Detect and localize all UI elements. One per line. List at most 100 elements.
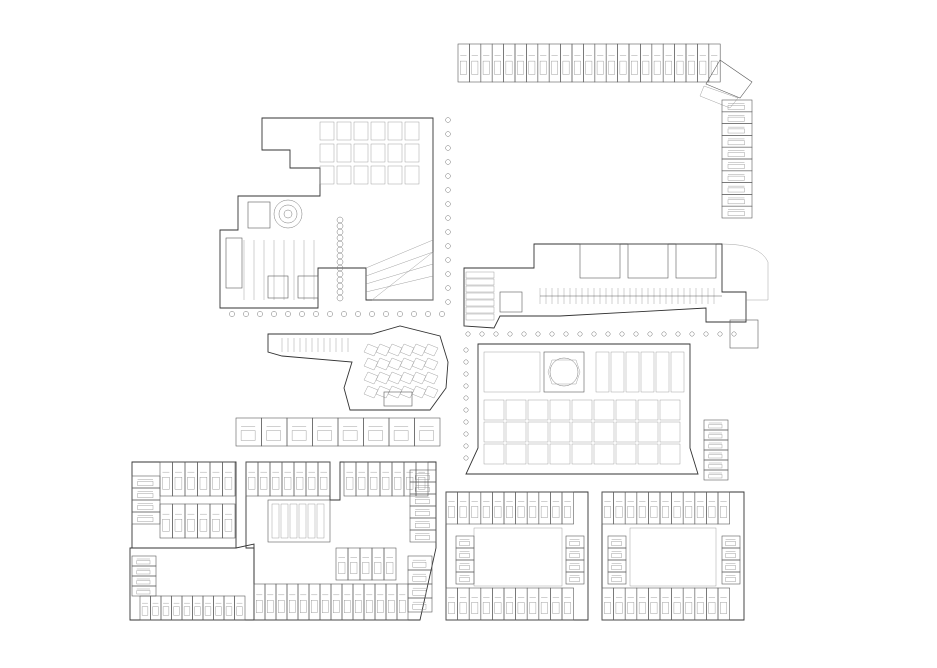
- house-core: [272, 477, 280, 490]
- house-core: [137, 505, 154, 510]
- room: [465, 285, 495, 293]
- room: [527, 443, 549, 465]
- house-core: [708, 444, 723, 449]
- house-outline: [515, 491, 528, 525]
- house-unit: [181, 595, 193, 621]
- house-outline: [131, 475, 161, 489]
- tree: [355, 311, 361, 317]
- house-unit: [455, 535, 475, 549]
- house-core: [596, 60, 604, 75]
- room: [316, 503, 325, 539]
- house-unit: [703, 439, 729, 451]
- house-outline: [385, 583, 398, 621]
- tree: [591, 331, 597, 337]
- house-outline: [717, 491, 730, 525]
- house-outline: [651, 43, 664, 83]
- house-core: [551, 60, 558, 75]
- block-outline: [131, 461, 237, 549]
- room: [483, 421, 505, 443]
- room: [465, 278, 495, 286]
- house-outline: [181, 595, 193, 621]
- house-outline: [131, 499, 161, 513]
- house-outline: [409, 505, 437, 519]
- house-unit: [721, 194, 753, 207]
- house-outline: [601, 587, 614, 621]
- room: [549, 399, 571, 421]
- house-unit: [613, 491, 626, 525]
- house-core: [569, 553, 580, 558]
- house-core: [611, 565, 622, 570]
- house-outline: [514, 43, 527, 83]
- house-unit: [363, 583, 376, 621]
- tree: [493, 331, 499, 337]
- house-core: [260, 477, 268, 490]
- house-unit: [703, 429, 729, 441]
- house-core: [564, 602, 571, 614]
- house-unit: [538, 491, 551, 525]
- house-unit: [550, 587, 563, 621]
- tree: [463, 347, 469, 353]
- house-unit: [379, 461, 393, 497]
- house-core: [540, 602, 548, 614]
- house-core: [320, 477, 328, 490]
- house-outline: [721, 205, 753, 219]
- house-outline: [131, 585, 157, 597]
- house-unit: [131, 555, 157, 567]
- room: [465, 306, 495, 314]
- canopy-panel: [363, 343, 379, 357]
- tree: [703, 331, 709, 337]
- house-core: [136, 570, 151, 575]
- tree: [425, 311, 431, 317]
- room: [595, 351, 610, 393]
- house-outline: [457, 43, 470, 83]
- house-core: [627, 506, 635, 518]
- house-outline: [409, 529, 437, 543]
- courtyard: [473, 527, 563, 587]
- tree: [445, 243, 451, 249]
- tree: [369, 311, 375, 317]
- tree: [229, 311, 235, 317]
- room: [271, 503, 280, 539]
- house-unit: [407, 555, 433, 571]
- house-core: [386, 562, 394, 574]
- house-outline: [662, 43, 675, 83]
- house-core: [212, 477, 220, 490]
- house-outline: [617, 43, 630, 83]
- house-core: [604, 602, 611, 614]
- house-unit: [150, 595, 162, 621]
- house-outline: [131, 555, 157, 567]
- house-core: [415, 523, 430, 528]
- house-unit: [703, 449, 729, 461]
- house-core: [322, 600, 329, 614]
- house-unit: [139, 595, 151, 621]
- house-unit: [355, 461, 369, 497]
- house-unit: [605, 43, 618, 83]
- house-unit: [131, 565, 157, 577]
- house-unit: [526, 43, 539, 83]
- house-unit: [594, 43, 607, 83]
- room: [615, 443, 637, 465]
- tree: [336, 276, 344, 284]
- tree: [647, 331, 653, 337]
- house-outline: [607, 535, 627, 549]
- house-outline: [172, 503, 186, 539]
- house-unit: [415, 461, 429, 497]
- tree: [445, 159, 451, 165]
- house-unit: [721, 547, 741, 561]
- room: [640, 351, 655, 393]
- room: [593, 399, 615, 421]
- house-unit: [202, 595, 214, 621]
- canopy-panel: [375, 357, 391, 371]
- house-unit: [538, 587, 551, 621]
- house-unit: [721, 182, 753, 195]
- house-core: [393, 430, 409, 441]
- house-outline: [721, 146, 753, 160]
- house-core: [406, 477, 414, 490]
- house-core: [708, 434, 723, 439]
- house-outline: [468, 587, 482, 621]
- house-outline: [222, 503, 236, 539]
- house-outline: [261, 417, 288, 447]
- tree: [445, 187, 451, 193]
- house-unit: [184, 461, 198, 497]
- house-core: [291, 430, 307, 441]
